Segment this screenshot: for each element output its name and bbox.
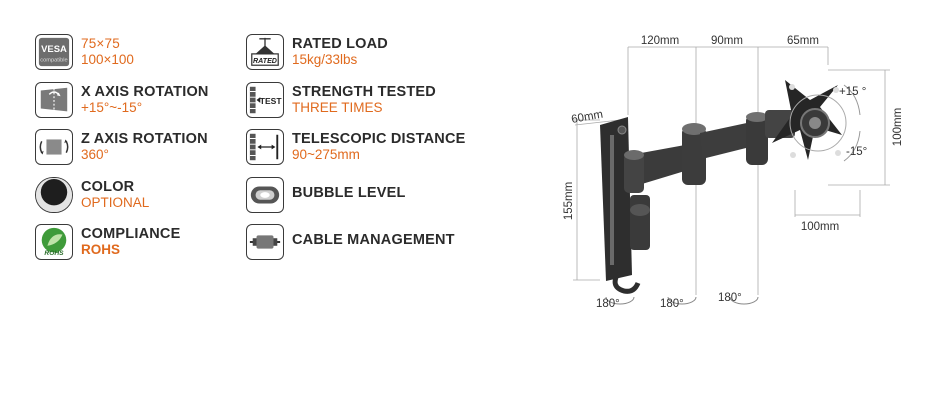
dim-100-height: 100mm bbox=[892, 108, 904, 146]
vesa-icon-subtext: compatible bbox=[40, 57, 67, 63]
swivel-middle-label: 180° bbox=[660, 298, 684, 310]
cable-management-icon bbox=[246, 224, 284, 260]
dim-120: 120mm bbox=[641, 35, 679, 47]
dim-100-width: 100mm bbox=[801, 221, 839, 233]
tilt-up-label: +15 ° bbox=[839, 86, 866, 98]
dim-60: 60mm bbox=[570, 109, 604, 126]
vesa-line1: 75×75 bbox=[81, 36, 120, 51]
bubble-level-icon bbox=[246, 177, 284, 213]
strength-test-icon: TEST bbox=[246, 82, 284, 118]
rated-load-line2: 15kg/33lbs bbox=[292, 52, 358, 67]
test-icon-text: TEST bbox=[260, 96, 283, 106]
z-axis-line2: 360° bbox=[81, 147, 109, 162]
telescopic-line1: TELESCOPIC DISTANCE bbox=[292, 131, 466, 147]
x-axis-line2: +15°~-15° bbox=[81, 100, 143, 115]
x-axis-rotation-icon bbox=[35, 82, 73, 118]
rated-load-line1: RATED LOAD bbox=[292, 36, 388, 52]
dim-90: 90mm bbox=[711, 35, 743, 47]
rohs-icon-text: ROHS bbox=[44, 250, 64, 257]
vesa-plate bbox=[772, 80, 847, 160]
z-axis-rotation-icon bbox=[35, 129, 73, 165]
vesa-icon-text: VESA bbox=[41, 44, 67, 55]
compliance-line1: COMPLIANCE bbox=[81, 226, 181, 242]
color-icon bbox=[35, 177, 73, 213]
dim-65: 65mm bbox=[787, 35, 819, 47]
rohs-icon: ROHS bbox=[35, 224, 73, 260]
bubble-level-line1: BUBBLE LEVEL bbox=[292, 185, 406, 201]
swivel-head-label: 180° bbox=[718, 292, 742, 304]
x-axis-line1: X AXIS ROTATION bbox=[81, 84, 209, 100]
strength-line1: STRENGTH TESTED bbox=[292, 84, 436, 100]
cable-management-line1: CABLE MANAGEMENT bbox=[292, 232, 455, 248]
rated-load-icon: RATED bbox=[246, 34, 284, 70]
telescopic-line2: 90~275mm bbox=[292, 147, 360, 162]
compliance-line2: ROHS bbox=[81, 242, 121, 257]
vesa-icon: VESA compatible bbox=[35, 34, 73, 70]
product-dimension-diagram: 120mm 90mm 65mm 60mm 155mm 100mm 100mm +… bbox=[560, 25, 920, 325]
z-axis-line1: Z AXIS ROTATION bbox=[81, 131, 208, 147]
color-line1: COLOR bbox=[81, 179, 135, 195]
dim-155: 155mm bbox=[563, 182, 575, 220]
telescopic-icon bbox=[246, 129, 284, 165]
color-line2: OPTIONAL bbox=[81, 195, 150, 210]
swivel-wall-label: 180° bbox=[596, 298, 620, 310]
strength-line2: THREE TIMES bbox=[292, 100, 383, 115]
rated-icon-text: RATED bbox=[253, 57, 277, 65]
vesa-line2: 100×100 bbox=[81, 52, 134, 67]
tilt-down-label: -15° bbox=[846, 146, 867, 158]
